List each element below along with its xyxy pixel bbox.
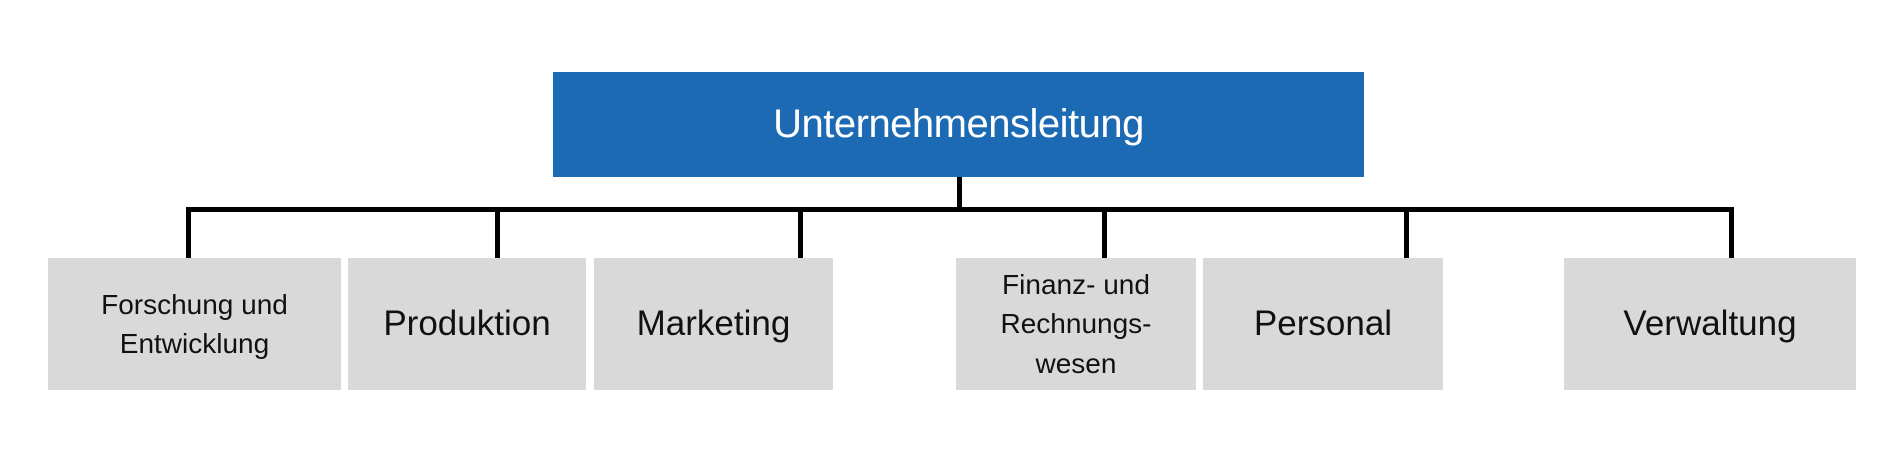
connector-root-vertical bbox=[957, 177, 962, 210]
node-finanz-und-rechnungswesen: Finanz- und Rechnungs- wesen bbox=[956, 258, 1196, 390]
node-label: Verwaltung bbox=[1623, 304, 1797, 343]
node-label: Forschung und Entwicklung bbox=[101, 288, 288, 359]
node-produktion: Produktion bbox=[348, 258, 586, 390]
node-marketing: Marketing bbox=[594, 258, 833, 390]
root-node-label: Unternehmensleitung bbox=[773, 102, 1144, 146]
connector-finanz bbox=[1102, 207, 1107, 258]
node-forschung-und-entwicklung: Forschung und Entwicklung bbox=[48, 258, 341, 390]
node-label: Marketing bbox=[636, 304, 791, 343]
connector-forschung bbox=[186, 207, 191, 258]
connector-produktion bbox=[495, 207, 500, 258]
node-personal: Personal bbox=[1203, 258, 1443, 390]
connector-horizontal-bus bbox=[186, 207, 1734, 212]
connector-marketing bbox=[798, 207, 803, 258]
node-label: Produktion bbox=[383, 304, 551, 343]
node-label: Personal bbox=[1253, 304, 1393, 343]
node-verwaltung: Verwaltung bbox=[1564, 258, 1856, 390]
node-label: Finanz- und Rechnungs- wesen bbox=[1000, 269, 1152, 379]
root-node-unternehmensleitung: Unternehmensleitung bbox=[553, 72, 1364, 177]
connector-verwaltung bbox=[1729, 207, 1734, 258]
connector-personal bbox=[1404, 207, 1409, 258]
